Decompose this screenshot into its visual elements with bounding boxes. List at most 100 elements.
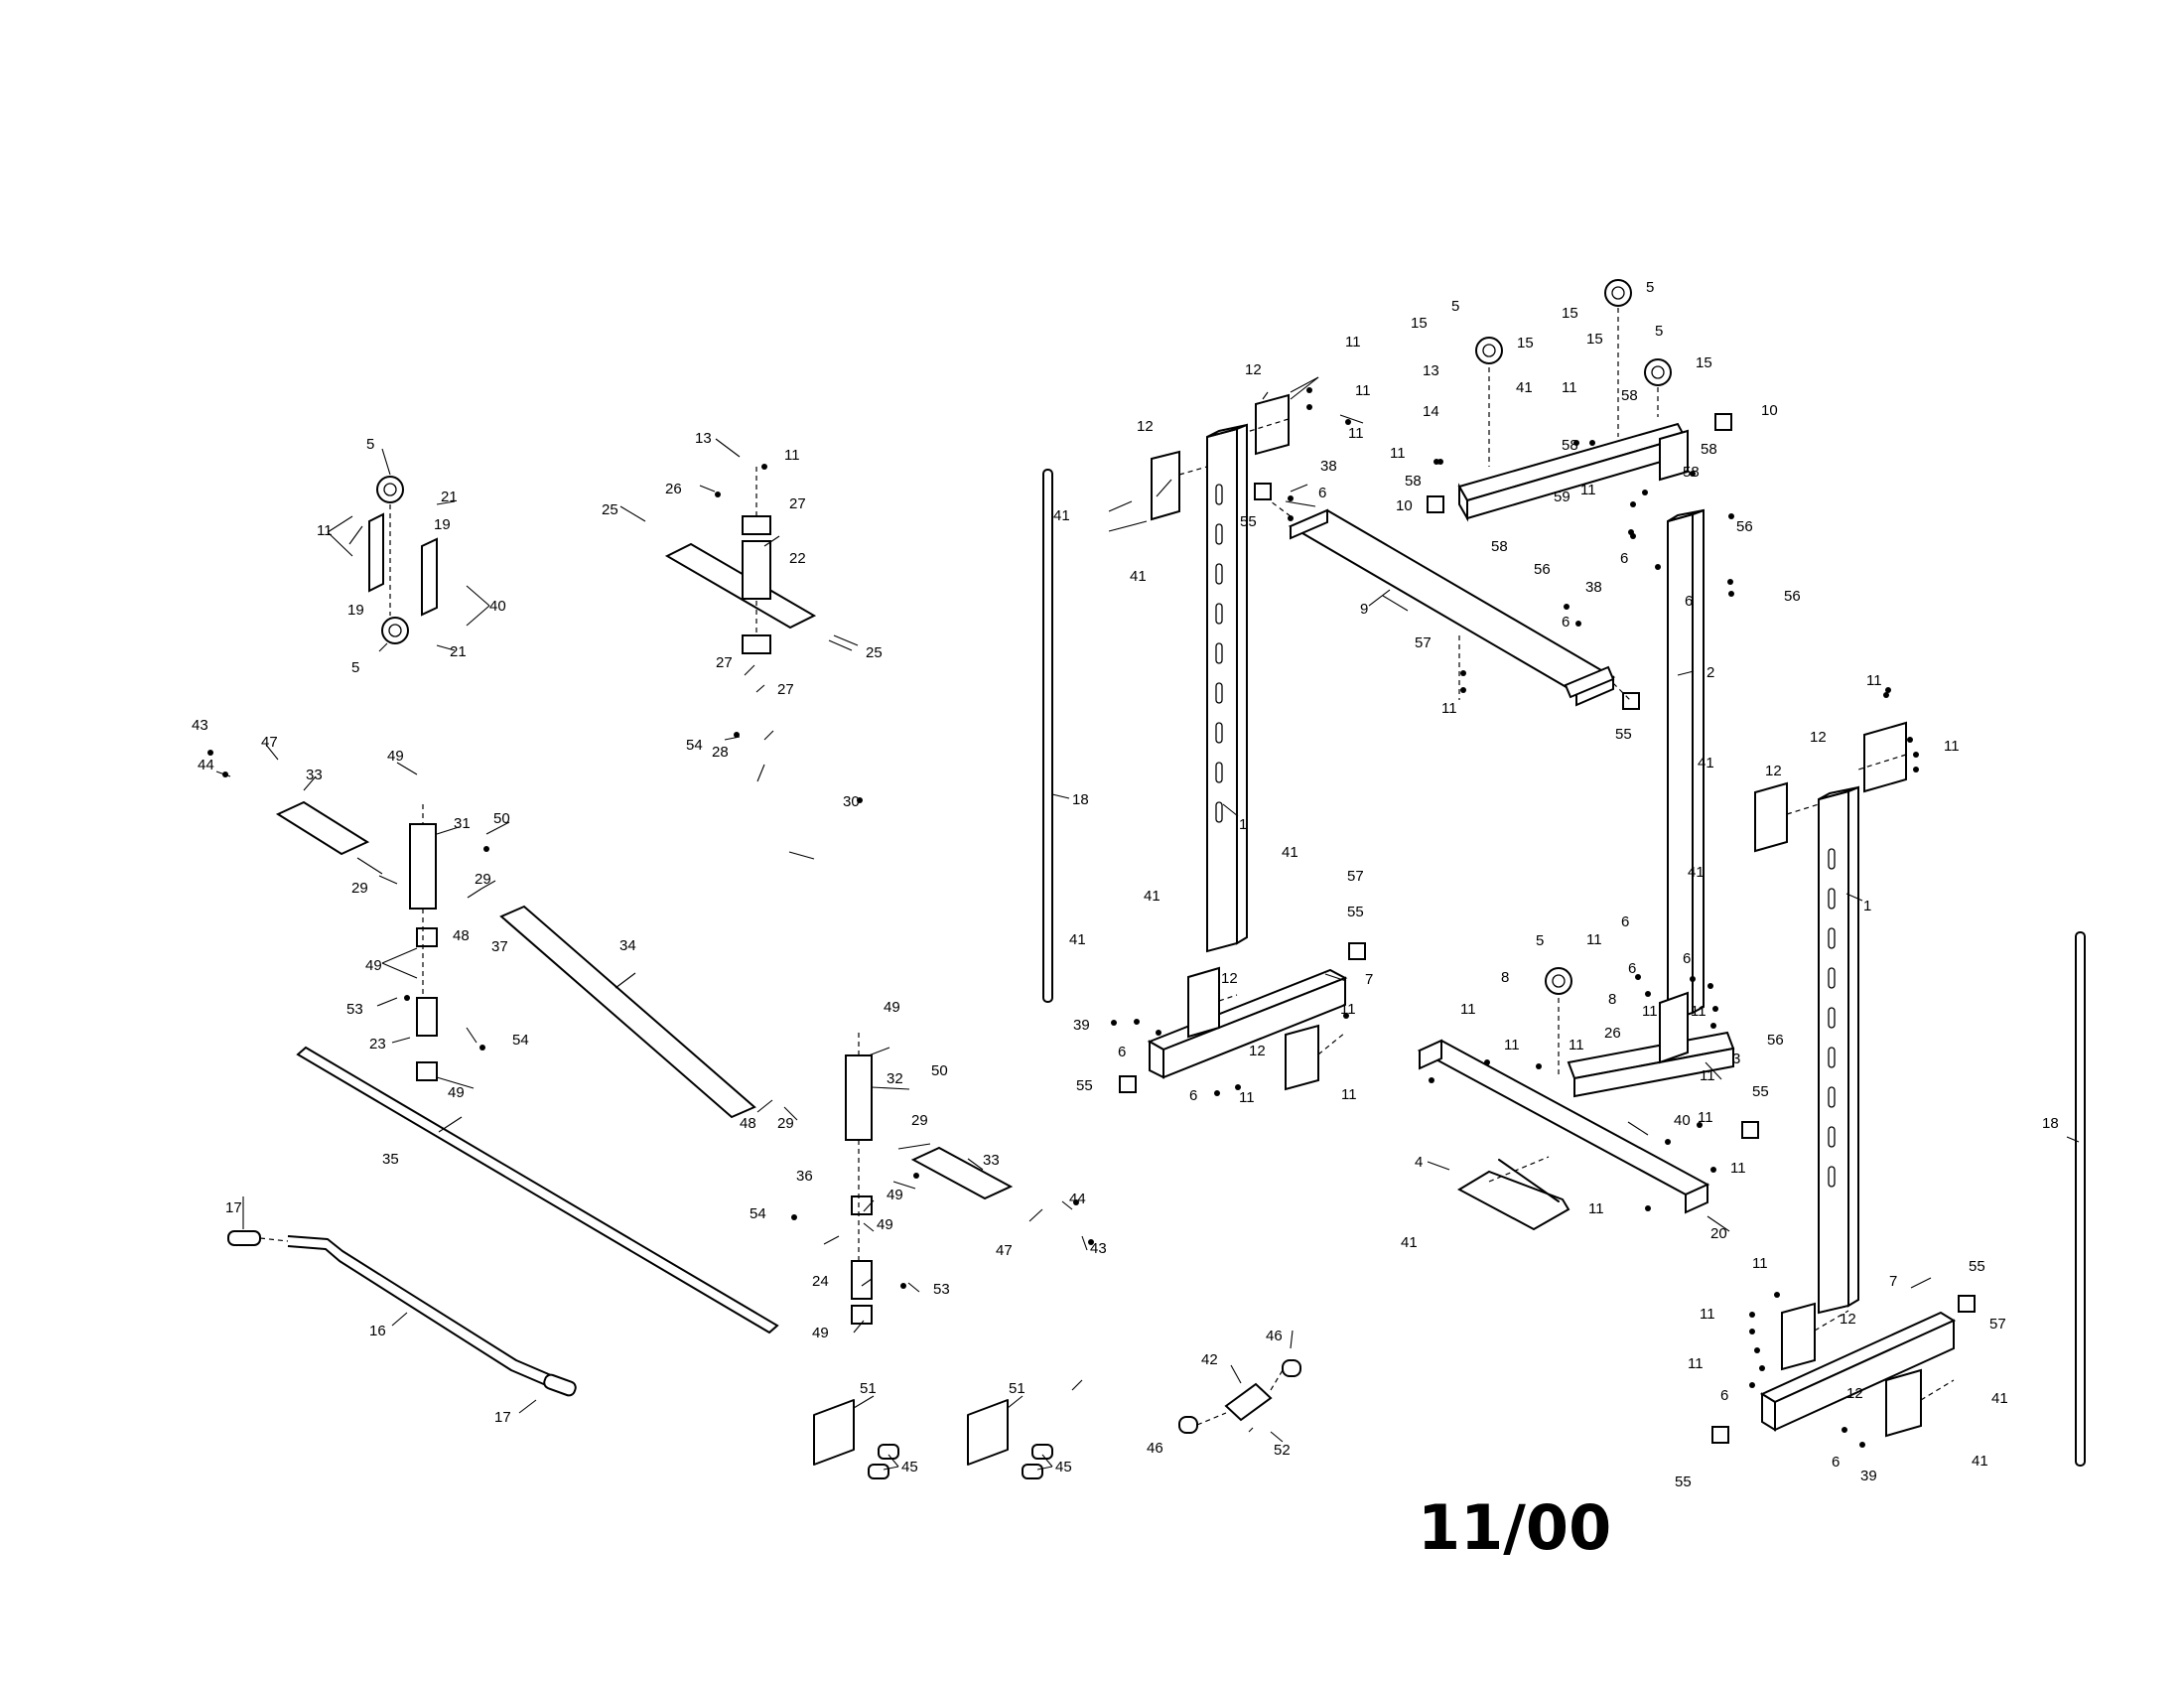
callout-48: 48 [453, 927, 470, 944]
callout-11: 11 [1460, 1001, 1476, 1018]
callout-54: 54 [512, 1032, 529, 1049]
callout-40: 40 [489, 598, 506, 615]
callout-18: 18 [2042, 1115, 2059, 1132]
callout-57: 57 [1347, 868, 1364, 885]
callout-32: 32 [887, 1070, 903, 1087]
callout-11: 11 [1441, 700, 1457, 717]
callout-47: 47 [996, 1242, 1013, 1259]
callout-22: 22 [789, 550, 806, 567]
caps-10 [1427, 413, 1732, 513]
callout-41: 41 [1516, 379, 1533, 396]
callout-29: 29 [475, 871, 491, 888]
callout-57: 57 [1415, 634, 1432, 651]
callout-55: 55 [1076, 1077, 1093, 1094]
callout-38: 38 [1320, 458, 1337, 475]
bracket-12-h [1885, 1368, 1922, 1438]
callout-49: 49 [887, 1187, 903, 1203]
callout-15: 15 [1696, 354, 1712, 371]
callout-59: 59 [1554, 489, 1570, 505]
callout-30: 30 [843, 793, 860, 810]
callout-5: 5 [1646, 279, 1654, 296]
callout-43: 43 [1090, 1240, 1107, 1257]
callout-49: 49 [387, 748, 404, 765]
callout-58: 58 [1683, 464, 1700, 481]
callout-45: 45 [901, 1459, 918, 1475]
callout-12: 12 [1846, 1385, 1863, 1402]
top-crossbar [1288, 508, 1616, 707]
callout-11: 11 [1239, 1089, 1255, 1106]
handle-bar [227, 1230, 577, 1397]
callout-11: 11 [1730, 1160, 1746, 1177]
callout-57: 57 [1989, 1316, 2006, 1333]
callout-49: 49 [812, 1325, 829, 1341]
callout-13: 13 [1423, 362, 1439, 379]
callout-11: 11 [1944, 738, 1960, 755]
callout-39: 39 [1073, 1017, 1090, 1034]
callout-4: 4 [1415, 1154, 1423, 1171]
rod-left [1042, 469, 1053, 1003]
foot-plate [1456, 1159, 1570, 1231]
callout-27: 27 [789, 495, 806, 512]
callout-6: 6 [1720, 1387, 1728, 1404]
callout-46: 46 [1147, 1440, 1163, 1457]
callout-37: 37 [491, 938, 508, 955]
callout-25: 25 [866, 644, 883, 661]
callout-12: 12 [1249, 1043, 1266, 1059]
bracket-12-d [1285, 1024, 1319, 1091]
callout-27: 27 [716, 654, 733, 671]
callout-12: 12 [1221, 970, 1238, 987]
callout-47: 47 [261, 734, 278, 751]
callout-35: 35 [382, 1151, 399, 1168]
assembly-lines [259, 308, 1955, 1426]
upright-center [1667, 508, 1705, 1023]
callout-11: 11 [1698, 1109, 1713, 1126]
callout-58: 58 [1405, 473, 1422, 490]
callout-21: 21 [450, 643, 467, 660]
callout-45: 45 [1055, 1459, 1072, 1475]
callout-11: 11 [317, 522, 333, 539]
callout-14: 14 [1423, 403, 1439, 420]
callout-11: 11 [1562, 379, 1577, 396]
callout-31: 31 [454, 815, 471, 832]
pulley-top-3 [1644, 358, 1672, 386]
callout-8: 8 [1608, 991, 1616, 1008]
callout-15: 15 [1586, 331, 1603, 348]
callout-29: 29 [911, 1112, 928, 1129]
callout-58: 58 [1701, 441, 1717, 458]
callout-27: 27 [777, 681, 794, 698]
callout-6: 6 [1562, 614, 1570, 631]
callout-55: 55 [1969, 1258, 1985, 1275]
callout-56: 56 [1767, 1032, 1784, 1049]
callout-11: 11 [1390, 445, 1406, 462]
callout-41: 41 [1401, 1234, 1418, 1251]
callout-11: 11 [1691, 1003, 1706, 1020]
caps-55 [1119, 483, 1976, 1444]
callout-17: 17 [494, 1409, 511, 1426]
callout-18: 18 [1072, 791, 1089, 808]
callout-6: 6 [1685, 593, 1693, 610]
callout-44: 44 [198, 757, 214, 773]
callout-53: 53 [933, 1281, 950, 1298]
callout-56: 56 [1534, 561, 1551, 578]
callout-6: 6 [1832, 1454, 1840, 1471]
callout-11: 11 [1866, 672, 1882, 689]
callout-6: 6 [1118, 1044, 1126, 1060]
callout-54: 54 [750, 1205, 766, 1222]
callout-49: 49 [365, 957, 382, 974]
pulley-top-1 [1475, 337, 1503, 364]
date-code: 11/00 [1418, 1491, 1611, 1564]
callout-11: 11 [1341, 1086, 1357, 1103]
callout-49: 49 [884, 999, 900, 1016]
callout-56: 56 [1736, 518, 1753, 535]
callout-44: 44 [1069, 1191, 1086, 1207]
callout-20: 20 [1710, 1225, 1727, 1242]
callout-41: 41 [1991, 1390, 2008, 1407]
callout-40: 40 [1674, 1112, 1691, 1129]
callout-11: 11 [1642, 1003, 1658, 1020]
callout-12: 12 [1840, 1311, 1856, 1328]
callout-11: 11 [1586, 931, 1602, 948]
callout-5: 5 [1536, 932, 1544, 949]
bracket-12-g [1781, 1302, 1816, 1371]
callout-11: 11 [1688, 1355, 1704, 1372]
pulley-left-top [376, 476, 404, 503]
